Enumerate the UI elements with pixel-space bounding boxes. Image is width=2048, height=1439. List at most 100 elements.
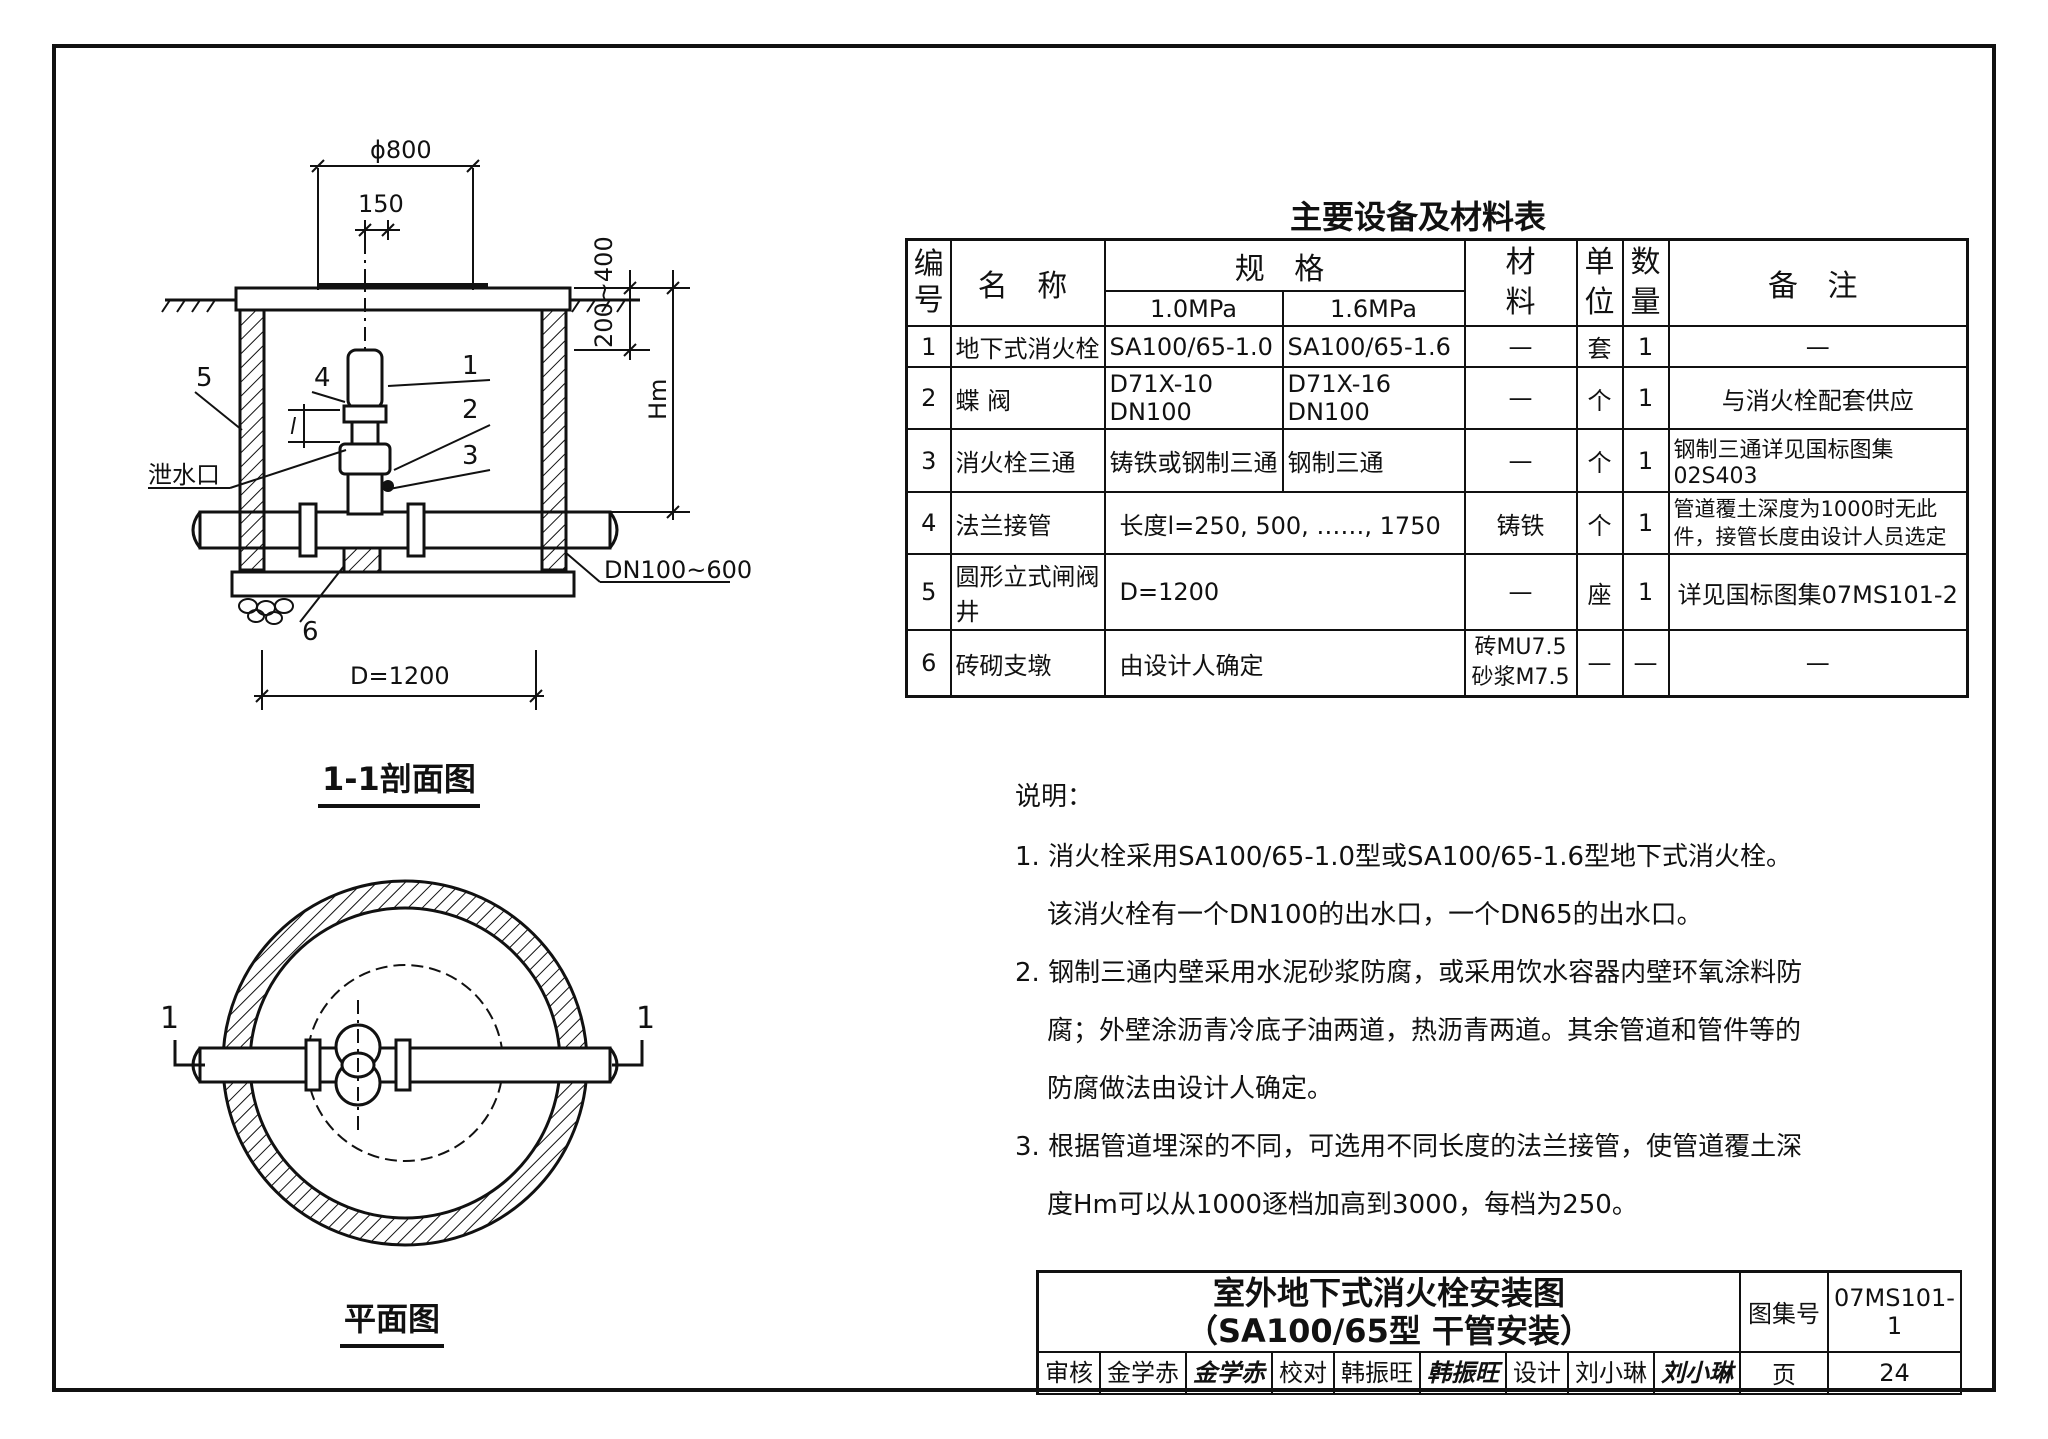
- row-name: 消火栓三通: [949, 428, 1106, 493]
- row-unit: 个: [1575, 366, 1624, 430]
- row-qty: —: [1621, 629, 1670, 698]
- row-spec: 长度l=250, 500, ……, 1750: [1103, 491, 1466, 555]
- callout-5: 5: [196, 363, 213, 393]
- note-item: 1. 消火栓采用SA100/65-1.0型或SA100/65-1.6型地下式消火…: [1015, 842, 1793, 930]
- header-material: 材料: [1463, 238, 1578, 327]
- header-no: 编号: [905, 238, 952, 327]
- table-row: 4 法兰接管 长度l=250, 500, ……, 1750 铸铁 个 1 管道覆…: [905, 491, 1969, 555]
- pipe-size-label: DN100~600: [604, 556, 752, 584]
- row-material: 砖MU7.5 砂浆M7.5: [1463, 629, 1578, 698]
- row-spec-a: SA100/65-1.0: [1103, 325, 1284, 368]
- section-view-title: 1-1剖面图: [318, 754, 480, 808]
- section-mark-left: 1: [160, 1001, 179, 1036]
- drain-outlet-label: 泄水口: [148, 461, 220, 489]
- table-row: 1 地下式消火栓 SA100/65-1.0 SA100/65-1.6 — 套 1…: [905, 325, 1969, 368]
- row-unit: —: [1575, 629, 1624, 698]
- dim-well-label: D=1200: [350, 662, 450, 690]
- designer-name: 刘小琳: [1569, 1352, 1655, 1393]
- header-spec: 规 格: [1103, 238, 1466, 293]
- callout-3: 3: [462, 441, 479, 471]
- row-name: 地下式消火栓: [949, 325, 1106, 368]
- row-material: —: [1463, 325, 1578, 368]
- header-qty: 数量: [1621, 238, 1670, 327]
- row-spec-b: 钢制三通: [1281, 428, 1466, 493]
- length-symbol: l: [290, 415, 296, 440]
- review-label: 审核: [1039, 1352, 1101, 1393]
- drawing-title: 室外地下式消火栓安装图 （SA100/65型 干管安装）: [1036, 1270, 1741, 1353]
- row-remark: 详见国标图集07MS101-2: [1667, 553, 1969, 631]
- plan-view: 1 1: [160, 879, 655, 1247]
- row-spec-b: D71X-16 DN100: [1281, 366, 1466, 430]
- header-remark: 备 注: [1667, 238, 1969, 327]
- row-remark: 管道覆土深度为1000时无此件，接管长度由设计人员选定: [1667, 491, 1969, 555]
- dim-offset-label: 150: [358, 190, 404, 218]
- row-qty: 1: [1621, 325, 1670, 368]
- callout-6: 6: [302, 617, 319, 647]
- dim-hm-label: Hm: [644, 379, 672, 420]
- callout-1: 1: [462, 351, 479, 381]
- signature-row: 审核金学赤金学赤校对韩振旺韩振旺设计刘小琳刘小琳: [1036, 1350, 1741, 1395]
- note-item: 3. 根据管道埋深的不同，可选用不同长度的法兰接管，使管道覆土深度Hm可以从10…: [1015, 1132, 1803, 1220]
- row-name: 圆形立式闸阀井: [949, 553, 1106, 631]
- row-no: 1: [905, 325, 952, 368]
- header-spec-a: 1.0MPa: [1103, 290, 1284, 327]
- row-qty: 1: [1621, 366, 1670, 430]
- row-unit: 个: [1575, 428, 1624, 493]
- atlas-number: 07MS101-1: [1827, 1270, 1962, 1353]
- table-title: 主要设备及材料表: [1290, 198, 1547, 236]
- row-remark: —: [1667, 629, 1969, 698]
- reviewer-name: 金学赤: [1101, 1352, 1187, 1393]
- designer-signature: 刘小琳: [1661, 1357, 1733, 1387]
- drawing-frame: [52, 44, 1996, 1392]
- row-spec-a: 铸铁或钢制三通: [1103, 428, 1284, 493]
- table-row: 3 消火栓三通 铸铁或钢制三通 钢制三通 — 个 1 钢制三通详见国标图集02S…: [905, 428, 1969, 493]
- page-number: 24: [1827, 1350, 1962, 1395]
- row-unit: 个: [1575, 491, 1624, 555]
- row-name: 蝶 阀: [949, 366, 1106, 430]
- notes-heading: 说明：: [1015, 782, 1094, 812]
- row-spec-b: SA100/65-1.6: [1281, 325, 1466, 368]
- row-no: 2: [905, 366, 952, 430]
- checker-signature: 韩振旺: [1421, 1352, 1507, 1393]
- section-mark-right: 1: [636, 1001, 655, 1036]
- table-row: 2 蝶 阀 D71X-10 DN100 D71X-16 DN100 — 个 1 …: [905, 366, 1969, 430]
- row-qty: 1: [1621, 491, 1670, 555]
- header-spec-b: 1.6MPa: [1281, 290, 1466, 327]
- row-remark: —: [1667, 325, 1969, 368]
- row-remark: 与消火栓配套供应: [1667, 366, 1969, 430]
- checker-name: 韩振旺: [1335, 1352, 1421, 1393]
- row-spec-a: D71X-10 DN100: [1103, 366, 1284, 430]
- drawing-title-line1: 室外地下式消火栓安装图: [1212, 1273, 1565, 1312]
- row-name: 法兰接管: [949, 491, 1106, 555]
- row-name: 砖砌支墩: [949, 629, 1106, 698]
- row-material: —: [1463, 428, 1578, 493]
- row-unit: 座: [1575, 553, 1624, 631]
- row-qty: 1: [1621, 428, 1670, 493]
- callout-2: 2: [462, 395, 479, 425]
- header-unit: 单位: [1575, 238, 1624, 327]
- row-remark: 钢制三通详见国标图集02S403: [1667, 428, 1969, 493]
- page-label: 页: [1739, 1350, 1829, 1395]
- notes-section: 说明： 1. 消火栓采用SA100/65-1.0型或SA100/65-1.6型地…: [1015, 768, 1815, 1234]
- table-row: 6 砖砌支墩 由设计人确定 砖MU7.5 砂浆M7.5 — — —: [905, 629, 1969, 698]
- row-material: —: [1463, 553, 1578, 631]
- row-no: 5: [905, 553, 952, 631]
- row-no: 4: [905, 491, 952, 555]
- plan-view-title: 平面图: [340, 1294, 445, 1348]
- row-spec: D=1200: [1103, 553, 1466, 631]
- row-spec: 由设计人确定: [1103, 629, 1466, 698]
- callout-4: 4: [314, 363, 331, 393]
- title-block: 室外地下式消火栓安装图 （SA100/65型 干管安装） 图集号 07MS101…: [1036, 1270, 1962, 1395]
- drawing-title-line2: （SA100/65型 干管安装）: [1186, 1311, 1592, 1350]
- note-item: 2. 钢制三通内壁采用水泥砂浆防腐，或采用饮水容器内壁环氧涂料防腐；外壁涂沥青冷…: [1015, 958, 1803, 1104]
- row-material: 铸铁: [1463, 491, 1578, 555]
- check-label: 校对: [1273, 1352, 1335, 1393]
- dim-diameter-label: ϕ800: [370, 136, 432, 164]
- reviewer-signature: 金学赤: [1187, 1352, 1273, 1393]
- row-no: 3: [905, 428, 952, 493]
- section-view: ϕ800 150 200~400 Hm D=1200 DN100~600 泄水口: [148, 136, 752, 710]
- row-no: 6: [905, 629, 952, 698]
- design-label: 设计: [1507, 1352, 1569, 1393]
- table-row: 5 圆形立式闸阀井 D=1200 — 座 1 详见国标图集07MS101-2: [905, 553, 1969, 631]
